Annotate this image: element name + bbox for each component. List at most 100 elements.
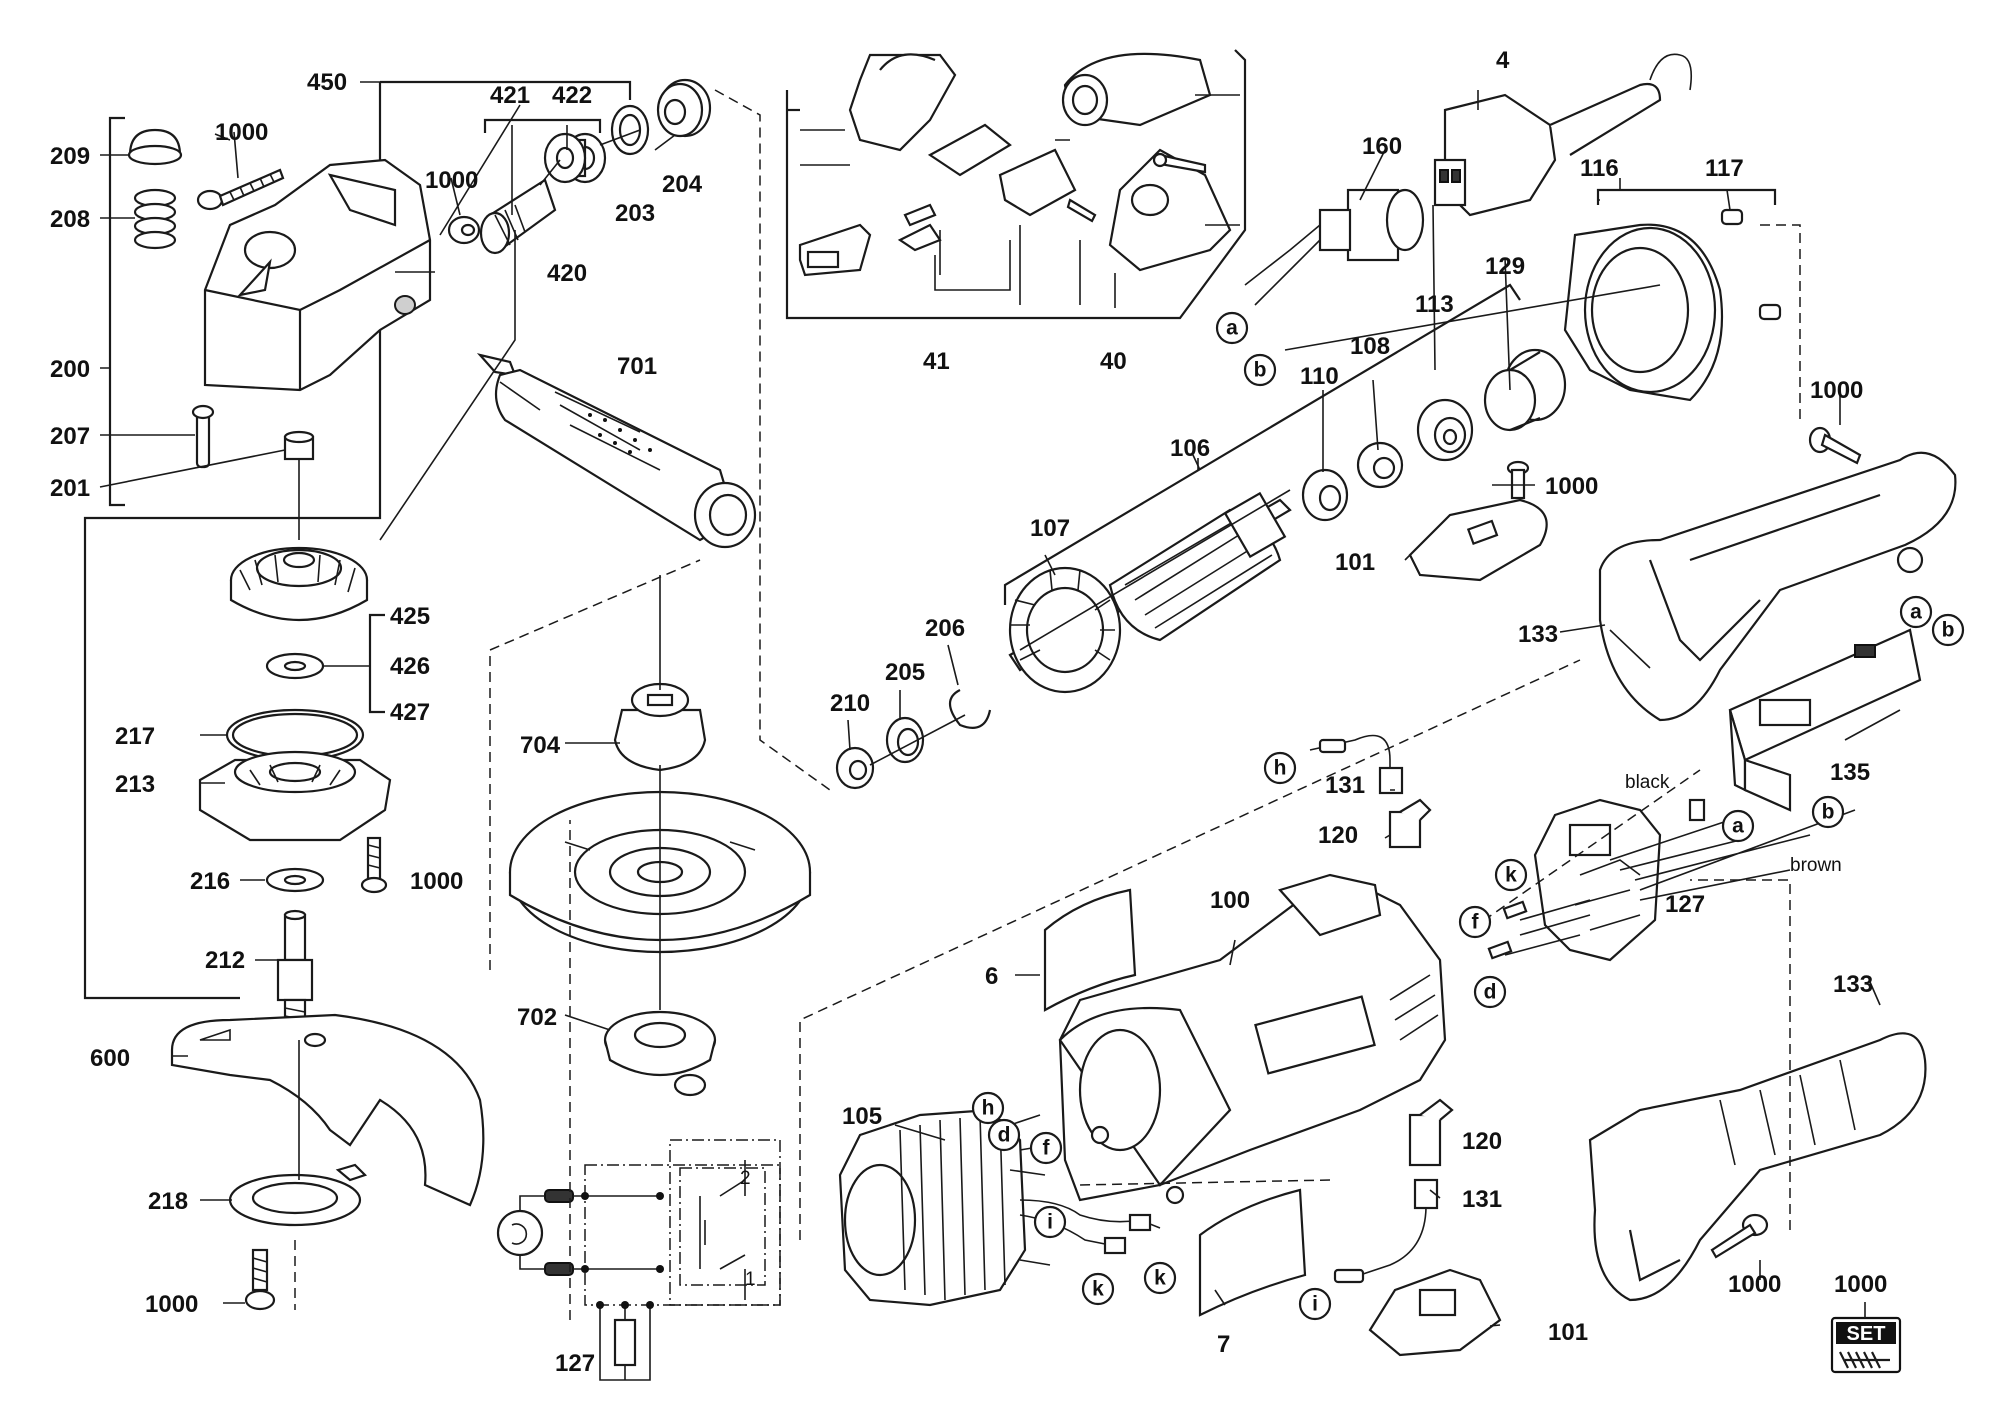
- assembly-line: [1760, 224, 1801, 425]
- label-101-top: 101: [1335, 549, 1375, 576]
- connector-a: a: [1732, 815, 1744, 838]
- part-131-brush-bottom: [1333, 1178, 1439, 1284]
- part-704-flange-nut: [613, 682, 707, 772]
- label-6: 6: [985, 963, 998, 990]
- axis: [439, 104, 641, 236]
- axis: [1284, 284, 1661, 351]
- part-200-gear-housing: [203, 158, 432, 392]
- part-129-rubber-ring: [1483, 348, 1567, 432]
- part-100-motor-housing: [1058, 873, 1447, 1205]
- connector-k: k: [1154, 1267, 1166, 1290]
- connector-i: i: [1047, 1211, 1053, 1234]
- wiring-schematic: [496, 1139, 781, 1381]
- part-422-bearing: [543, 132, 607, 184]
- label-127-schematic: 127: [555, 1350, 595, 1377]
- label-422: 422: [552, 82, 592, 109]
- part-120-brush-holder-top: [1388, 798, 1432, 849]
- part-1000-screw-lower: [1710, 1213, 1769, 1259]
- label-1000-screw-101: 1000: [1545, 473, 1598, 500]
- part-133-handle-half: [1598, 451, 1957, 722]
- part-6-label: [1043, 888, 1137, 1012]
- connector-k: k: [1092, 1278, 1104, 1301]
- connector-h: h: [982, 1097, 995, 1120]
- label-702: 702: [517, 1004, 557, 1031]
- part-206-circlip: [948, 689, 992, 729]
- set-badge-label: SET: [1847, 1323, 1886, 1345]
- part-203-washer: [610, 104, 650, 156]
- label-127-top: 127: [1665, 891, 1705, 918]
- label-205: 205: [885, 659, 925, 686]
- bracket-425-427: [368, 613, 385, 714]
- schematic-contact-1: 1: [745, 1269, 756, 1290]
- part-218-clamp-ring: [228, 1163, 368, 1227]
- connector-a: a: [1910, 601, 1922, 624]
- label-210: 210: [830, 690, 870, 717]
- label-129: 129: [1485, 253, 1525, 280]
- part-105-field-coil: [838, 1108, 1161, 1307]
- wire-label-black: black: [1625, 772, 1670, 793]
- part-116-fan-cover: [1563, 223, 1724, 402]
- connector-k: k: [1505, 864, 1517, 887]
- label-1000-nut: 1000: [425, 167, 478, 194]
- part-131-brush-top: [1309, 734, 1404, 795]
- label-201: 201: [50, 475, 90, 502]
- part-701-side-handle: [476, 353, 757, 549]
- bracket-450-top: [380, 80, 632, 100]
- label-160: 160: [1362, 133, 1402, 160]
- label-425: 425: [390, 603, 430, 630]
- connector-b: b: [1822, 801, 1835, 824]
- assembly-line: [799, 659, 1581, 1240]
- part-421-pinion: [479, 178, 557, 255]
- label-427: 427: [390, 699, 430, 726]
- part-209-base: [127, 144, 183, 166]
- connector-d: d: [1484, 981, 1497, 1004]
- connector-f: f: [1472, 911, 1480, 934]
- leaders: [847, 90, 1841, 751]
- bracket-40: [785, 49, 1247, 320]
- label-701: 701: [617, 353, 657, 380]
- label-110: 110: [1300, 363, 1339, 390]
- connector-f: f: [1043, 1137, 1051, 1160]
- label-131-bottom: 131: [1462, 1186, 1502, 1213]
- label-203: 203: [615, 200, 655, 227]
- assembly-line: [1690, 879, 1791, 1230]
- label-100: 100: [1210, 887, 1250, 914]
- label-420: 420: [547, 260, 587, 287]
- label-218: 218: [148, 1188, 188, 1215]
- label-4: 4: [1496, 47, 1510, 74]
- part-107-armature: [1008, 491, 1292, 694]
- assembly-line: [1469, 769, 1701, 931]
- label-217: 217: [115, 723, 155, 750]
- label-212: 212: [205, 947, 245, 974]
- leaders: [564, 484, 1901, 1327]
- schematic-contact-2: 2: [740, 1168, 751, 1189]
- part-1000-screw-101: [1506, 460, 1530, 500]
- part-40-plug-housing: [848, 52, 1232, 272]
- part-1000-screw-bottom: [244, 1248, 276, 1311]
- connector-a: a: [1226, 317, 1238, 340]
- label-1000-set: 1000: [1834, 1271, 1887, 1298]
- label-1000-screw-top: 1000: [215, 119, 268, 146]
- part-204-bearing: [656, 78, 712, 138]
- part-600-guard: [170, 1013, 485, 1207]
- connector-b: b: [1942, 619, 1955, 642]
- label-1000-screw-133: 1000: [1810, 377, 1863, 404]
- part-426-washer: [265, 652, 325, 680]
- part-133-handle-bottom: [1588, 1032, 1927, 1302]
- part-207-pin: [191, 404, 215, 469]
- bracket-450: [83, 82, 382, 1000]
- bracket-116-117: [1596, 188, 1777, 205]
- label-209: 209: [50, 143, 90, 170]
- part-110-bearing: [1301, 468, 1349, 522]
- label-426: 426: [390, 653, 430, 680]
- label-206: 206: [925, 615, 965, 642]
- label-41: 41: [923, 348, 950, 375]
- label-207: 207: [50, 423, 90, 450]
- label-116: 116: [1580, 155, 1619, 182]
- part-101-brush-cover: [1408, 498, 1548, 582]
- label-113: 113: [1415, 291, 1454, 318]
- part-135-switch: [1728, 628, 1922, 812]
- label-1000-screw-lower: 1000: [1728, 1271, 1781, 1298]
- axis: [1019, 489, 1291, 651]
